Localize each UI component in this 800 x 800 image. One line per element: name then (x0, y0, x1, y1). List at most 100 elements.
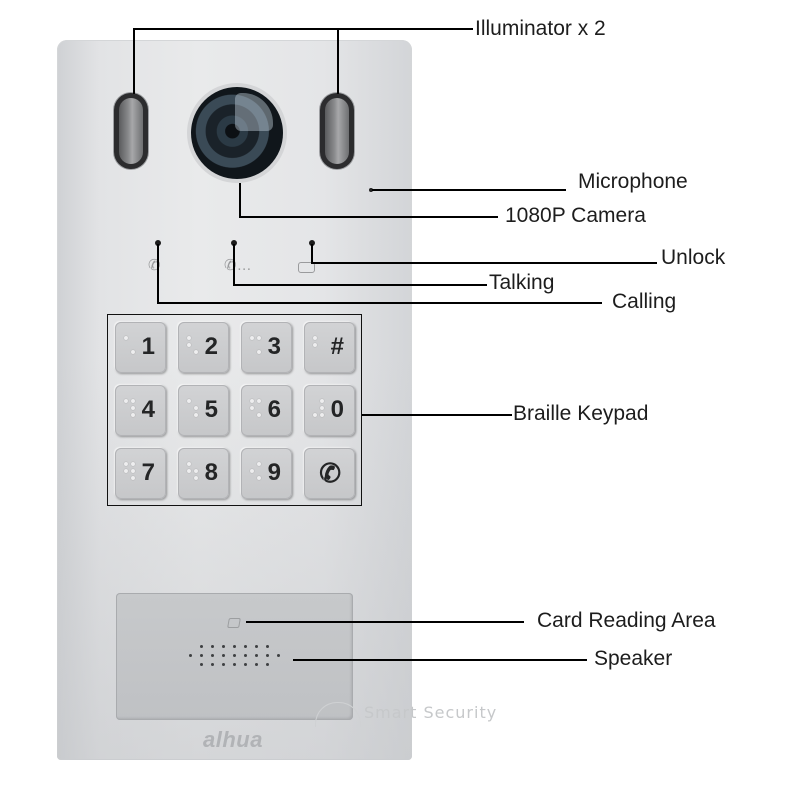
key-5[interactable]: 5 (178, 385, 229, 436)
grille-hole (255, 645, 258, 648)
leader-microphone (372, 189, 566, 191)
leader-speaker (293, 659, 587, 661)
leader-calling-vertical (157, 244, 159, 302)
grille-hole (211, 663, 214, 666)
braille-dots (187, 462, 201, 484)
grille-hole (211, 654, 214, 657)
label-card-reading: Card Reading Area (537, 609, 716, 632)
braille-dot (257, 476, 261, 480)
phone-icon: ✆ (319, 458, 341, 488)
phone-ring-icon: ✆ (148, 257, 161, 274)
braille-dot (124, 469, 128, 473)
leader-illuminator-top (133, 28, 473, 30)
braille-dot (313, 343, 317, 347)
camera-lens (187, 83, 287, 183)
leader-unlock-vertical (311, 244, 313, 262)
braille-dots (250, 336, 264, 358)
key-label: 4 (141, 396, 155, 423)
card-icon (227, 618, 241, 628)
braille-dot (124, 462, 128, 466)
braille-dot (313, 413, 317, 417)
key-3[interactable]: 3 (241, 322, 292, 373)
braille-dot (313, 336, 317, 340)
braille-dots (313, 336, 327, 358)
grille-hole (255, 654, 258, 657)
braille-dots (187, 399, 201, 421)
braille-dot (257, 413, 261, 417)
braille-dot (131, 413, 135, 417)
braille-dot (250, 336, 254, 340)
grille-hole (255, 663, 258, 666)
phone-talk-icon: ✆… (224, 257, 252, 274)
illuminator-right (320, 93, 354, 169)
leader-keypad (362, 414, 512, 416)
label-camera: 1080P Camera (505, 204, 646, 227)
braille-dots (250, 462, 264, 484)
braille-dot (194, 413, 198, 417)
key-7[interactable]: 7 (115, 448, 166, 499)
grille-hole (222, 645, 225, 648)
key-6[interactable]: 6 (241, 385, 292, 436)
key-label: 9 (267, 459, 281, 486)
grille-hole (233, 663, 236, 666)
leader-camera (239, 216, 498, 218)
talking-led (231, 240, 237, 246)
braille-dot (194, 469, 198, 473)
leader-card-reading (246, 621, 524, 623)
braille-dot (187, 343, 191, 347)
grille-hole (222, 663, 225, 666)
grille-hole (277, 654, 280, 657)
label-talking: Talking (489, 271, 555, 294)
label-keypad: Braille Keypad (513, 402, 649, 425)
braille-dot (257, 336, 261, 340)
key-2[interactable]: 2 (178, 322, 229, 373)
key-call[interactable]: ✆ (304, 448, 355, 499)
key-label: 0 (330, 396, 344, 423)
key-9[interactable]: 9 (241, 448, 292, 499)
braille-dots (124, 399, 138, 421)
label-illuminator: Illuminator x 2 (475, 17, 606, 40)
braille-dot (194, 406, 198, 410)
grille-hole (244, 663, 247, 666)
key-label: 2 (204, 333, 218, 360)
braille-dot (124, 399, 128, 403)
key-label: 6 (267, 396, 281, 423)
braille-dot (257, 462, 261, 466)
braille-dots (124, 462, 138, 484)
braille-dot (187, 462, 191, 466)
watermark-text: Smart Security (364, 703, 498, 722)
leader-talking-vertical (233, 244, 235, 284)
braille-dot (320, 406, 324, 410)
grille-hole (266, 645, 269, 648)
braille-dot (194, 350, 198, 354)
illuminator-left (114, 93, 148, 169)
grille-hole (211, 645, 214, 648)
key-label: 7 (141, 459, 155, 486)
key-4[interactable]: 4 (115, 385, 166, 436)
key-label: 1 (141, 333, 155, 360)
key-hash[interactable]: # (304, 322, 355, 373)
grille-hole (244, 654, 247, 657)
label-calling: Calling (612, 290, 677, 313)
grille-hole (222, 654, 225, 657)
braille-keypad (107, 314, 362, 506)
braille-dot (320, 399, 324, 403)
leader-calling (157, 302, 602, 304)
label-speaker: Speaker (594, 647, 673, 670)
key-8[interactable]: 8 (178, 448, 229, 499)
braille-dot (131, 399, 135, 403)
key-label: # (330, 333, 344, 360)
braille-dot (187, 399, 191, 403)
braille-dot (250, 469, 254, 473)
label-microphone: Microphone (578, 170, 688, 193)
unlock-led (309, 240, 315, 246)
microphone-hole (369, 188, 373, 192)
braille-dot (131, 476, 135, 480)
brand-logo: alhua (203, 727, 263, 752)
braille-dot (187, 469, 191, 473)
key-1[interactable]: 1 (115, 322, 166, 373)
key-label: 8 (204, 459, 218, 486)
grille-hole (244, 645, 247, 648)
key-0[interactable]: 0 (304, 385, 355, 436)
calling-led (155, 240, 161, 246)
